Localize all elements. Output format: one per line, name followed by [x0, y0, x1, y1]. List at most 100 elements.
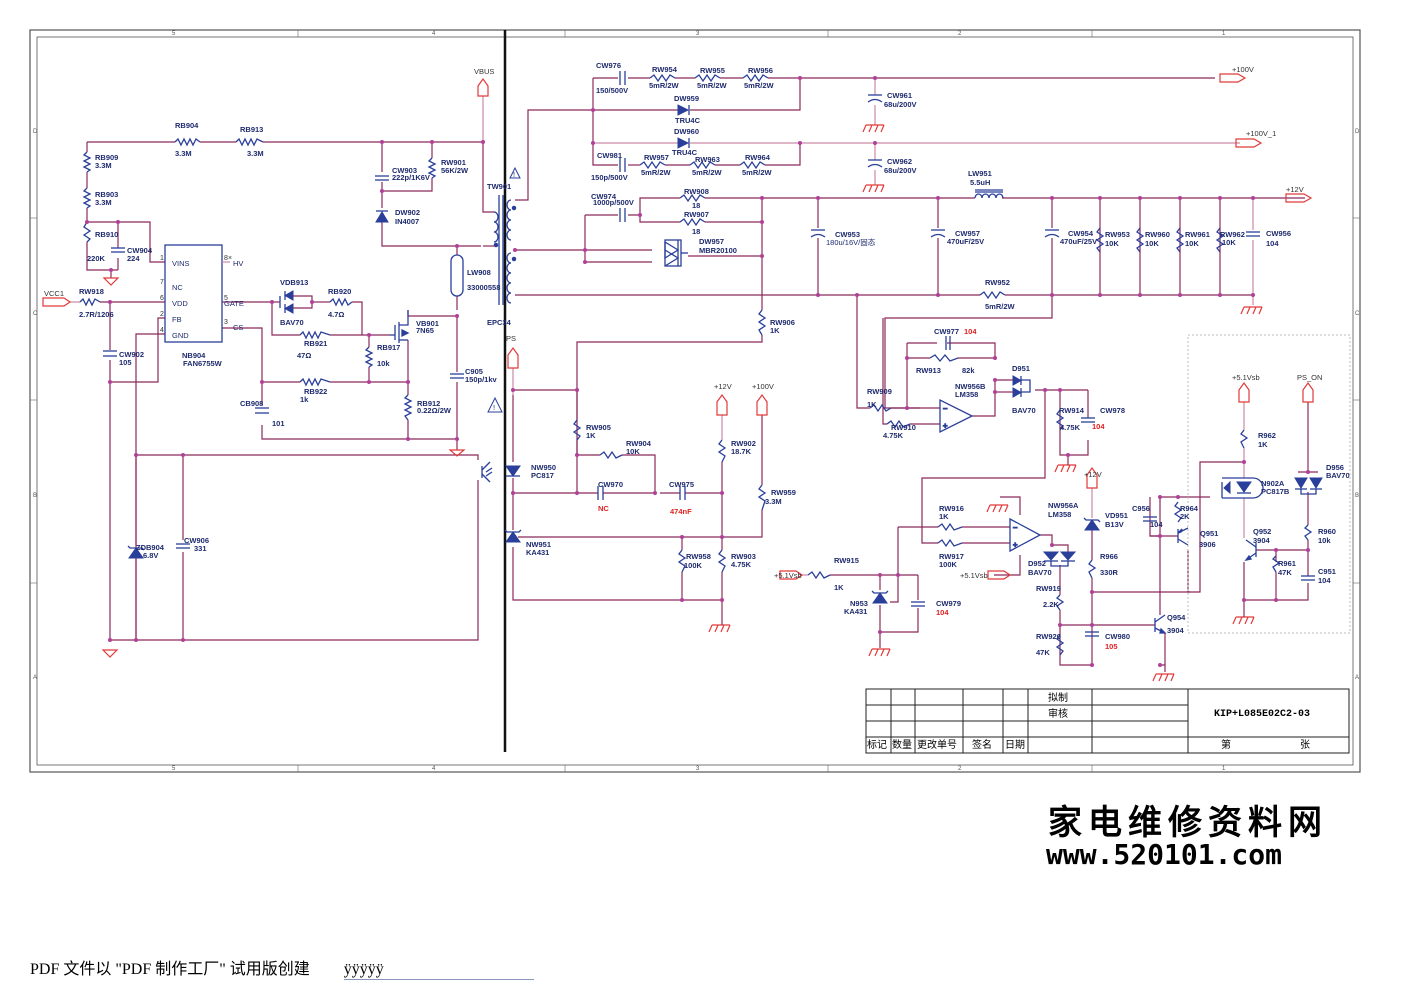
val-rw956: 5mR/2W — [744, 81, 775, 90]
diode-d951 — [1010, 375, 1031, 398]
zone-left-c: C — [33, 311, 38, 317]
val-cw956: 104 — [1266, 239, 1279, 248]
transistor-q951 — [1177, 527, 1189, 546]
ref-cw975: CW975 — [669, 480, 694, 489]
pinnum-7: 7 — [160, 279, 164, 286]
ref-dw959: DW959 — [674, 94, 699, 103]
opamp-nw956b: −+ — [939, 398, 974, 434]
port-plus12v — [1285, 193, 1313, 203]
ref-rw956: RW956 — [748, 66, 773, 75]
val-vdb913: BAV70 — [280, 318, 304, 327]
resistor-rw910 — [886, 419, 911, 429]
ref-cw981: CW981 — [597, 151, 622, 160]
resistor-rw907 — [679, 217, 706, 227]
sheet-inner-frame — [36, 36, 1354, 766]
resistor-rw954 — [649, 73, 676, 83]
val-rw908: 18 — [692, 201, 700, 210]
val-rb904: 3.3M — [175, 149, 192, 158]
svg-text:−: − — [943, 404, 948, 413]
val-cw976: 150/500V — [596, 86, 628, 95]
ref-r961: R961 — [1278, 559, 1296, 568]
sheet-outer-frame — [29, 29, 1361, 773]
ref-rw905: RW905 — [586, 423, 611, 432]
capacitor-cw978 — [1081, 417, 1095, 423]
val-rw913: 82k — [962, 366, 975, 375]
pdf-footer: PDF 文件以 "PDF 制作工厂" 试用版创建 ÿÿÿÿÿ — [30, 955, 534, 980]
ref-rw954: RW954 — [652, 65, 678, 74]
val-nb904: FAN6755W — [183, 359, 223, 368]
ground-icon — [1232, 616, 1255, 625]
pin-x-hv: × — [228, 255, 232, 262]
port-vcc1 — [42, 297, 72, 307]
ref-rw961: RW961 — [1185, 230, 1210, 239]
capacitor-cw977 — [945, 336, 951, 350]
pinnum-1: 1 — [160, 255, 164, 262]
ref-c951: C951 — [1318, 567, 1336, 576]
val-lw951: 5.5uH — [970, 178, 990, 187]
ref-cw977: CW977 — [934, 327, 959, 336]
tb-col-sign: 签名 — [972, 738, 992, 751]
zone-bottom-5: 5 — [172, 766, 176, 772]
net-standby-vsb: +5.1Vsb — [1232, 373, 1260, 382]
val-r961: 47K — [1278, 568, 1292, 577]
resistor-rw915 — [807, 570, 831, 580]
ref-cw978: CW978 — [1100, 406, 1125, 415]
inductor-lw951 — [974, 189, 1004, 199]
capacitor-c905 — [450, 373, 464, 379]
ref-cw961: CW961 — [887, 91, 912, 100]
capacitor-cw904 — [111, 247, 125, 253]
port-vsb-rw915 — [779, 570, 804, 580]
val-lw908: 33000558 — [467, 283, 500, 292]
val-cw978: 104 — [1092, 422, 1105, 431]
ref-vdb913: VDB913 — [280, 278, 308, 287]
warning-icon: ! — [509, 166, 521, 179]
val-cw979: 104 — [936, 608, 949, 617]
val-rw910: 4.75K — [883, 431, 904, 440]
val-dw957: MBR20100 — [699, 246, 737, 255]
resistor-rw917 — [937, 538, 963, 548]
svg-text:!: ! — [493, 403, 495, 412]
watermark-site-name: 家电维修资料网 — [1048, 803, 1328, 843]
val-vd951: B13V — [1105, 520, 1124, 529]
ic-pin-vdd: VDD — [172, 299, 188, 308]
ground-primary — [101, 277, 466, 658]
pdf-footer-link[interactable]: ÿÿÿÿÿ — [343, 961, 534, 980]
ref-n902a: N902A — [1261, 479, 1285, 488]
ref-dw902: DW902 — [395, 208, 420, 217]
resistor-r962 — [1240, 429, 1249, 449]
watermark-url: www.520101.com — [1046, 838, 1283, 871]
ground-icon — [986, 504, 1009, 513]
ground-icon — [101, 649, 119, 658]
ref-rw910: RW910 — [891, 423, 916, 432]
zone-top-1: 1 — [1222, 31, 1226, 37]
zone-bottom-4: 4 — [432, 766, 436, 772]
val-cw961: 68u/200V — [884, 100, 917, 109]
resistor-rw962 — [1215, 227, 1225, 253]
ref-cb908: CB908 — [240, 399, 263, 408]
zone-bottom-2: 2 — [958, 766, 962, 772]
val-d956: BAV70 — [1326, 471, 1350, 480]
ref-cw970: CW970 — [598, 480, 623, 489]
tb-col-change: 更改单号 — [917, 738, 957, 751]
val-rw903: 4.75K — [731, 560, 752, 569]
net-ps: PS — [506, 334, 516, 343]
diode-dw959 — [677, 104, 690, 116]
val-cw904: 224 — [127, 254, 140, 263]
capacitor-cw975 — [679, 486, 686, 500]
mosfet-vb901 — [390, 310, 410, 343]
val-rw964: 5mR/2W — [742, 168, 773, 177]
ref-q951: Q951 — [1200, 529, 1218, 538]
val-rw960: 10K — [1145, 239, 1159, 248]
ic-pin-cs: CS — [233, 323, 243, 332]
ref-rb904: RB904 — [175, 121, 199, 130]
ground-icon — [1240, 306, 1263, 315]
standby-wires — [1243, 402, 1318, 617]
ground-icon — [862, 124, 885, 133]
ref-cw953: CW953 — [835, 230, 860, 239]
diode-dw957 — [664, 239, 688, 267]
val-rw916: 1K — [939, 512, 949, 521]
ref-rw902: RW902 — [731, 439, 756, 448]
protection-resistors — [807, 353, 1183, 656]
ref-vd951: VD951 — [1105, 511, 1128, 520]
ref-zdb904: ZDB904 — [136, 543, 165, 552]
